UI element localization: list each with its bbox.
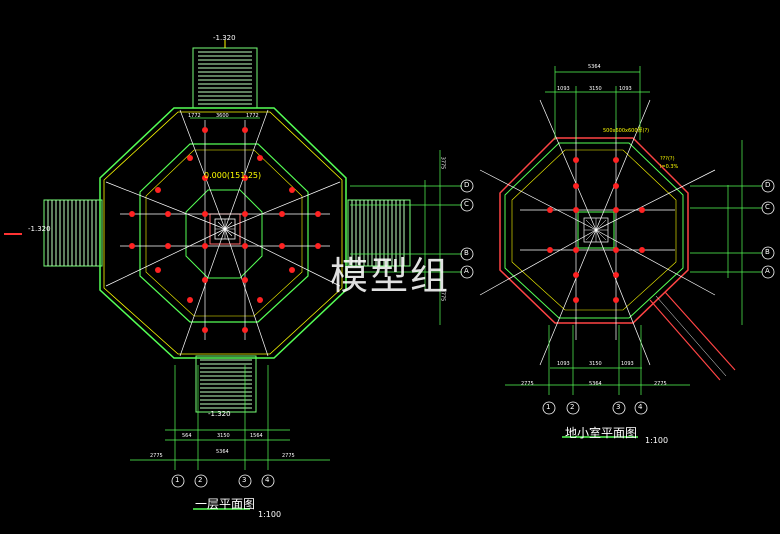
bottom-stair-level: -1.320: [208, 410, 231, 418]
dim-bottom-total-right: 2775: [282, 453, 295, 459]
mark-dim-2: 3600: [216, 113, 229, 119]
left-plan-scale: 1:100: [258, 510, 282, 519]
right-axis-col-3: 3: [616, 403, 621, 411]
right-top-dim-1: 1093: [557, 86, 570, 92]
left-plan: [4, 40, 474, 510]
left-axis-row-a: A: [464, 267, 469, 275]
dim-bottom-total-mid: 5364: [216, 449, 229, 455]
right-top-dim-2: 3150: [589, 86, 602, 92]
mark-dim-1: 1772: [188, 113, 201, 119]
right-bottom-dim-1: 1093: [557, 361, 570, 367]
top-stair: [192, 40, 258, 109]
right-columns: [547, 157, 645, 303]
left-axis-row-c: C: [464, 200, 469, 208]
right-axis-col-1: 1: [546, 403, 551, 411]
right-axis-col-4: 4: [638, 403, 643, 411]
right-top-dim-3: 1093: [619, 86, 632, 92]
left-axis-col-4: 4: [265, 476, 270, 484]
left-axis-col-1: 1: [175, 476, 180, 484]
radial-lines: [105, 109, 341, 357]
right-dimension-lines: [505, 66, 762, 395]
right-plan-title: 地小室平面图: [565, 426, 638, 440]
right-bottom-dim-3: 1093: [621, 361, 634, 367]
inner-octagon: [185, 189, 263, 279]
left-axis-bubbles: [171, 179, 474, 488]
bottom-stair: [195, 355, 257, 413]
left-plan-title: 一层平面图: [195, 497, 256, 511]
dim-right-1: 3775: [439, 156, 446, 170]
right-note-3: i=0.3%: [660, 164, 679, 170]
top-stair-level: -1.320: [213, 34, 236, 42]
right-bottom-total-right: 2775: [654, 381, 667, 387]
right-radial-lines: [479, 99, 716, 366]
center-level: 0.000(151.25): [204, 171, 262, 180]
dim-bottom-total-left: 2775: [150, 453, 163, 459]
dim-bottom-2: 3150: [217, 433, 230, 439]
right-bottom-dim-2: 3150: [589, 361, 602, 367]
mid-octagon: [139, 143, 309, 323]
left-axis-row-b: B: [464, 249, 469, 257]
dim-bottom-1: 564: [182, 433, 192, 439]
right-stair: [347, 199, 411, 267]
right-plan: [479, 66, 775, 438]
right-note-1: 500x600x600厚(?): [603, 128, 650, 134]
left-axis-row-d: D: [464, 181, 470, 189]
right-bottom-total-mid: 5364: [589, 381, 602, 387]
right-bottom-total-left: 2775: [521, 381, 534, 387]
right-axis-row-a: A: [765, 267, 770, 275]
outer-octagon: [99, 107, 347, 359]
right-axis-row-b: B: [765, 248, 770, 256]
left-axis-col-3: 3: [242, 476, 247, 484]
left-stair: [4, 199, 103, 267]
right-axis-row-c: C: [765, 203, 770, 211]
left-stair-level: -1.320: [28, 225, 51, 233]
right-axis-row-d: D: [765, 181, 771, 189]
dim-bottom-3: 1564: [250, 433, 263, 439]
right-axis-col-2: 2: [570, 403, 575, 411]
right-axis-bubbles: [542, 179, 775, 415]
watermark: 模型组: [330, 254, 451, 298]
mark-dim-3: 1772: [246, 113, 259, 119]
left-dimension-lines: [130, 117, 462, 470]
right-plan-scale: 1:100: [645, 436, 669, 445]
right-note-2: ???(?): [660, 156, 675, 162]
left-axis-col-2: 2: [198, 476, 203, 484]
columns: [129, 127, 321, 333]
right-top-dim-total: 5364: [588, 64, 601, 70]
